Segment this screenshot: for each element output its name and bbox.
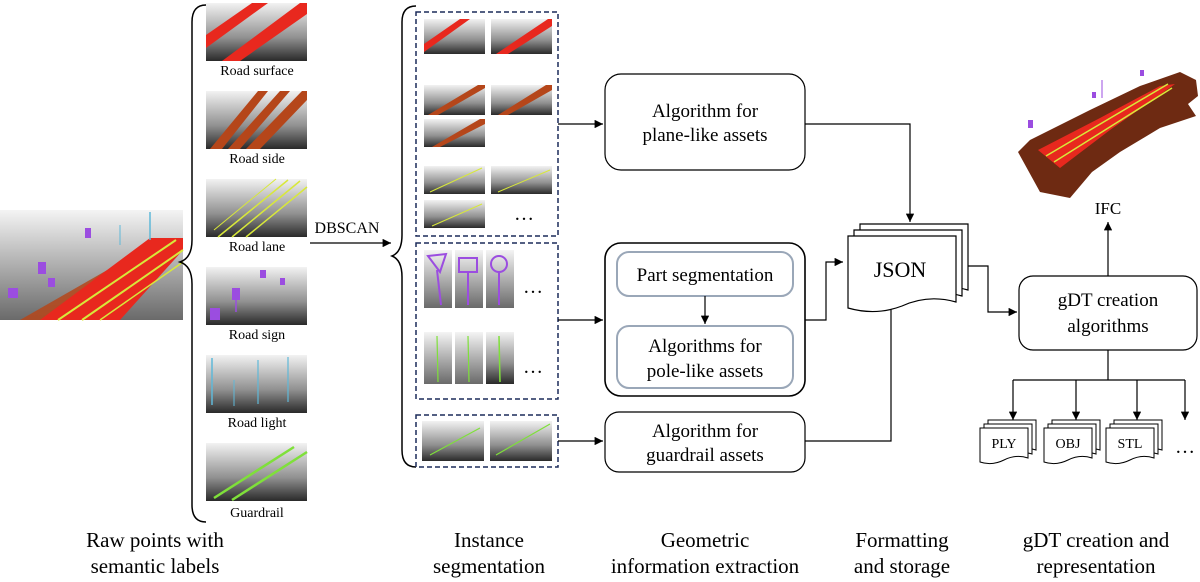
thumb-guardrail [206,443,308,502]
pole-instances-ellipsis-2: … [523,356,543,378]
json-document-stack [847,223,969,313]
label-road-sign: Road sign [229,328,285,343]
left-brace [177,4,207,523]
plane-instances-group [415,11,559,237]
arrow-pole-to-json [805,257,843,321]
instance-brace [389,5,417,468]
stage-formatting-line2: and storage [854,554,950,578]
stage-instance-line2: segmentation [433,554,545,578]
obj-document-stack [1043,419,1101,465]
plane-algorithm-line1: Algorithm for [652,101,759,122]
arrow-plane-to-json [805,123,915,222]
label-road-lane: Road lane [229,240,285,255]
ifc-label: IFC [1095,199,1121,218]
more-formats-ellipsis: … [1175,436,1195,458]
format-obj-label: OBJ [1056,437,1081,452]
gdt-3d-model-image [1018,70,1198,198]
thumb-road-light [206,355,307,413]
gdt-creation-line2: algorithms [1067,316,1148,337]
arrow-guardrail-to-json [805,300,896,442]
pole-instance-thumbs [424,250,514,384]
part-segmentation-label: Part segmentation [637,265,774,286]
thumb-road-surface [206,3,307,61]
label-road-light: Road light [228,416,287,431]
arrow-json-to-gdt [968,265,1017,317]
thumb-road-sign [206,267,307,325]
stage-formatting-line1: Formatting [855,528,949,552]
raw-point-cloud-image [0,210,184,321]
dbscan-label: DBSCAN [315,220,380,237]
guardrail-algorithm-line2: guardrail assets [646,445,764,466]
stage-geometric-line2: information extraction [611,554,800,578]
pole-algorithm-box [616,325,794,389]
format-stl-label: STL [1118,437,1143,452]
format-ply-label: PLY [991,437,1016,452]
label-road-surface: Road surface [220,64,293,79]
plane-algorithm-box [604,73,806,171]
guardrail-instance-thumbs [422,421,552,461]
thumb-road-lane [206,178,308,238]
json-label: JSON [874,257,927,282]
plane-instance-thumbs [424,19,552,228]
stl-document-stack [1105,419,1163,465]
stage-gdt-line2: representation [1037,554,1156,578]
label-guardrail: Guardrail [230,506,284,521]
pole-instances-group [415,242,559,400]
stage-raw-line1: Raw points with [86,528,224,552]
stage-geometric-line1: Geometric [661,528,750,552]
pole-algorithm-line1: Algorithms for [648,336,762,357]
ply-document-stack [979,419,1037,465]
plane-instances-ellipsis: … [514,203,534,225]
stage-raw-line2: semantic labels [91,554,220,578]
thumb-road-side [206,91,307,149]
pole-instances-ellipsis-1: … [523,276,543,298]
gdt-creation-line1: gDT creation [1058,290,1159,311]
stage-gdt-line1: gDT creation and [1023,528,1170,552]
plane-algorithm-line2: plane-like assets [642,125,767,146]
pole-algorithm-line2: pole-like assets [647,361,764,382]
stage-instance-line1: Instance [454,528,524,552]
guardrail-algorithm-box [604,411,806,473]
label-road-side: Road side [229,152,285,167]
gdt-creation-box [1018,275,1198,351]
guardrail-algorithm-line1: Algorithm for [652,421,759,442]
